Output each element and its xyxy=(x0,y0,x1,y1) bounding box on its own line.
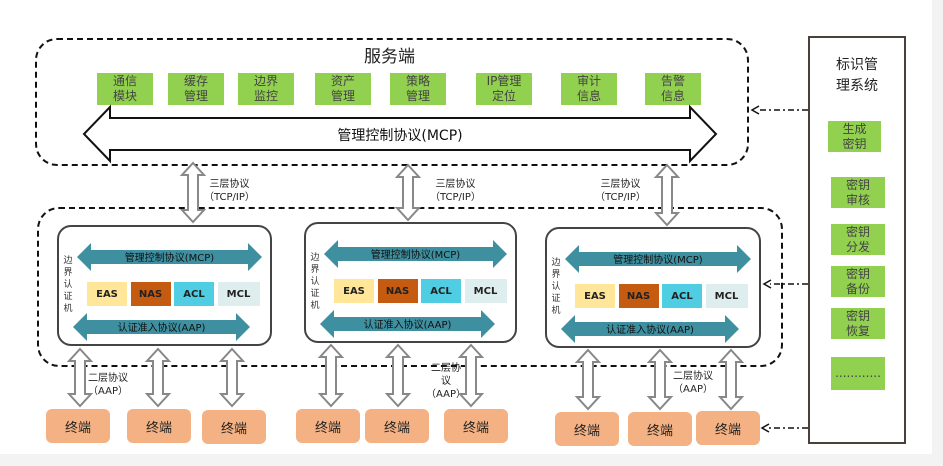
server-title: 服务端 xyxy=(364,47,415,67)
terminal-node: 终端 xyxy=(365,409,429,443)
gateway-aap-arrow xyxy=(320,310,495,338)
layer2-arrow xyxy=(384,343,412,408)
id-function-item: 密钥 审核 xyxy=(831,177,885,208)
terminal-node: 终端 xyxy=(202,410,266,444)
id-to-server-arrow-head xyxy=(750,105,760,115)
gateway-mcp-arrow xyxy=(324,240,507,268)
gateway-module-eas: EAS xyxy=(334,279,374,303)
gateway-aap-label: 认证准入协议(AAP) xyxy=(364,318,452,331)
gateway-aap-label: 认证准入协议(AAP) xyxy=(118,321,206,334)
layer3-arrow xyxy=(394,163,422,222)
id-function-item: 密钥 备份 xyxy=(831,266,885,297)
gateway-module-nas: NAS xyxy=(377,279,418,303)
layer2-arrow xyxy=(717,348,745,411)
terminal-node: 终端 xyxy=(127,409,191,443)
terminal-node: 终端 xyxy=(555,412,619,446)
server-module: 告警 信息 xyxy=(645,73,701,105)
layer3-label-3: 三层协议 （TCP/IP） xyxy=(595,179,646,203)
layer2-label-3: 二层协议 （AAP） xyxy=(673,371,713,395)
layer2-arrow xyxy=(317,343,345,408)
gateway-module-acl: ACL xyxy=(421,279,461,303)
gateway-module-acl: ACL xyxy=(174,282,214,306)
gateway-module-mcl: MCL xyxy=(705,284,748,308)
server-module: 策略 管理 xyxy=(390,73,446,105)
layer2-arrow xyxy=(144,347,172,408)
server-mcp-label: 管理控制协议(MCP) xyxy=(337,128,462,144)
terminal-node: 终端 xyxy=(444,409,508,443)
gateway-module-eas: EAS xyxy=(575,284,615,308)
server-container xyxy=(35,38,749,166)
gateway-module-mcl: MCL xyxy=(464,279,507,303)
id-function-item: 生成 密钥 xyxy=(828,121,881,152)
layer2-arrow xyxy=(66,347,94,408)
server-module: 通信 模块 xyxy=(97,73,153,105)
layer2-arrow xyxy=(646,348,674,411)
server-module: IP管理 定位 xyxy=(476,73,532,105)
terminal-node: 终端 xyxy=(696,411,760,445)
id-function-item: ............ xyxy=(831,357,885,390)
id-to-gateway-arrow-head xyxy=(762,279,772,289)
gateway-module-eas: EAS xyxy=(87,282,127,306)
gateway-module-nas: NAS xyxy=(130,282,171,306)
layer3-label-1: 三层协议 （TCP/IP） xyxy=(204,179,255,203)
page-bottom-margin xyxy=(0,454,932,466)
id-to-terminal-arrow-head xyxy=(760,423,770,433)
server-module: 资产 管理 xyxy=(315,73,371,105)
gateway-mcp-label: 管理控制协议(MCP) xyxy=(613,253,703,266)
layer2-arrow xyxy=(574,348,602,411)
layer2-label-1: 二层协议 （AAP） xyxy=(88,373,128,397)
gateway-module-nas: NAS xyxy=(618,284,659,308)
identity-system-title: 标识管 理系统 xyxy=(836,57,878,94)
gateway-mcp-arrow xyxy=(565,245,751,273)
terminal-node: 终端 xyxy=(628,412,692,446)
layer3-arrow xyxy=(179,161,207,224)
gateway-mcp-arrow xyxy=(77,243,262,271)
gateway-side-label: 边 界 认 证 机 xyxy=(310,253,320,311)
gateway-mcp-label: 管理控制协议(MCP) xyxy=(125,251,215,264)
id-function-item: 密钥 分发 xyxy=(831,224,885,255)
server-module: 缓存 管理 xyxy=(168,73,224,105)
layer2-arrow xyxy=(218,347,246,408)
page-right-margin xyxy=(932,0,943,466)
terminal-node: 终端 xyxy=(46,409,110,443)
gateway-module-acl: ACL xyxy=(662,284,702,308)
layer3-arrow xyxy=(653,163,681,227)
layer2-label-2: 二层协 议 （AAP） xyxy=(426,363,466,400)
gateway-aap-arrow xyxy=(561,315,739,343)
server-module: 边界 监控 xyxy=(238,73,294,105)
gateway-mcp-label: 管理控制协议(MCP) xyxy=(371,248,461,261)
gateway-side-label: 边 界 认 证 机 xyxy=(551,258,561,316)
layer2-arrow xyxy=(457,343,485,408)
id-function-item: 密钥 恢复 xyxy=(831,308,885,339)
terminal-node: 终端 xyxy=(296,409,360,443)
gateway-aap-arrow xyxy=(73,313,250,341)
server-mcp-arrow xyxy=(82,104,718,164)
gateway-aap-label: 认证准入协议(AAP) xyxy=(606,323,694,336)
server-module: 审计 信息 xyxy=(561,73,617,105)
layer3-label-2: 三层协议 （TCP/IP） xyxy=(430,179,481,203)
gateway-module-mcl: MCL xyxy=(217,282,260,306)
gateway-side-label: 边 界 认 证 机 xyxy=(63,256,73,314)
